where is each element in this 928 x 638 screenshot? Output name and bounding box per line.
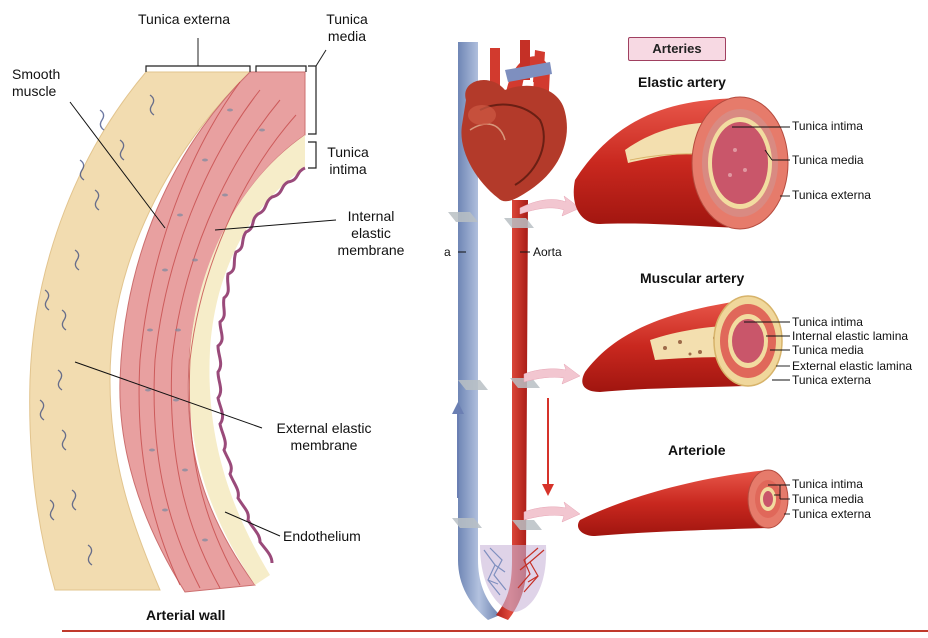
title-elastic-artery: Elastic artery	[638, 74, 726, 90]
muscular-artery-section	[582, 295, 790, 392]
label-tunica-media: Tunica media	[326, 11, 368, 44]
title-muscular-artery: Muscular artery	[640, 270, 745, 286]
arteriole-label-tunica-externa: Tunica externa	[792, 507, 871, 521]
arteriole-label-tunica-media: Tunica media	[792, 492, 864, 506]
label-internal-elastic-membrane: Internal elastic membrane	[337, 208, 405, 258]
muscular-label-tunica-media: Tunica media	[792, 343, 864, 357]
label-aorta: Aorta	[533, 245, 562, 259]
title-arteriole: Arteriole	[668, 442, 726, 458]
elastic-label-tunica-media: Tunica media	[792, 153, 864, 167]
muscular-label-tunica-intima: Tunica intima	[792, 315, 863, 329]
arteries-badge: Arteries	[628, 37, 726, 61]
caption-arterial-wall: Arterial wall	[146, 607, 226, 623]
label-external-elastic-membrane: External elastic membrane	[276, 420, 372, 453]
capillary-bed	[480, 545, 547, 612]
muscular-label-external-elastic-lamina: External elastic lamina	[792, 359, 913, 373]
label-vein-partial: a	[444, 245, 451, 259]
label-tunica-intima: Tunica intima	[327, 144, 369, 177]
label-tunica-externa: Tunica externa	[138, 11, 231, 27]
elastic-label-tunica-intima: Tunica intima	[792, 119, 863, 133]
label-endothelium: Endothelium	[283, 528, 361, 544]
arteriole-section	[577, 469, 790, 536]
muscular-label-internal-elastic-lamina: Internal elastic lamina	[792, 329, 909, 343]
footer-rule	[62, 630, 928, 632]
circulation-illustration	[448, 40, 581, 620]
elastic-label-tunica-externa: Tunica externa	[792, 188, 871, 202]
muscular-label-tunica-externa: Tunica externa	[792, 373, 871, 387]
elastic-artery-section	[573, 96, 790, 230]
label-smooth-muscle: Smooth muscle	[12, 66, 61, 99]
arteriole-label-tunica-intima: Tunica intima	[792, 477, 863, 491]
arterial-wall-section	[29, 38, 337, 593]
